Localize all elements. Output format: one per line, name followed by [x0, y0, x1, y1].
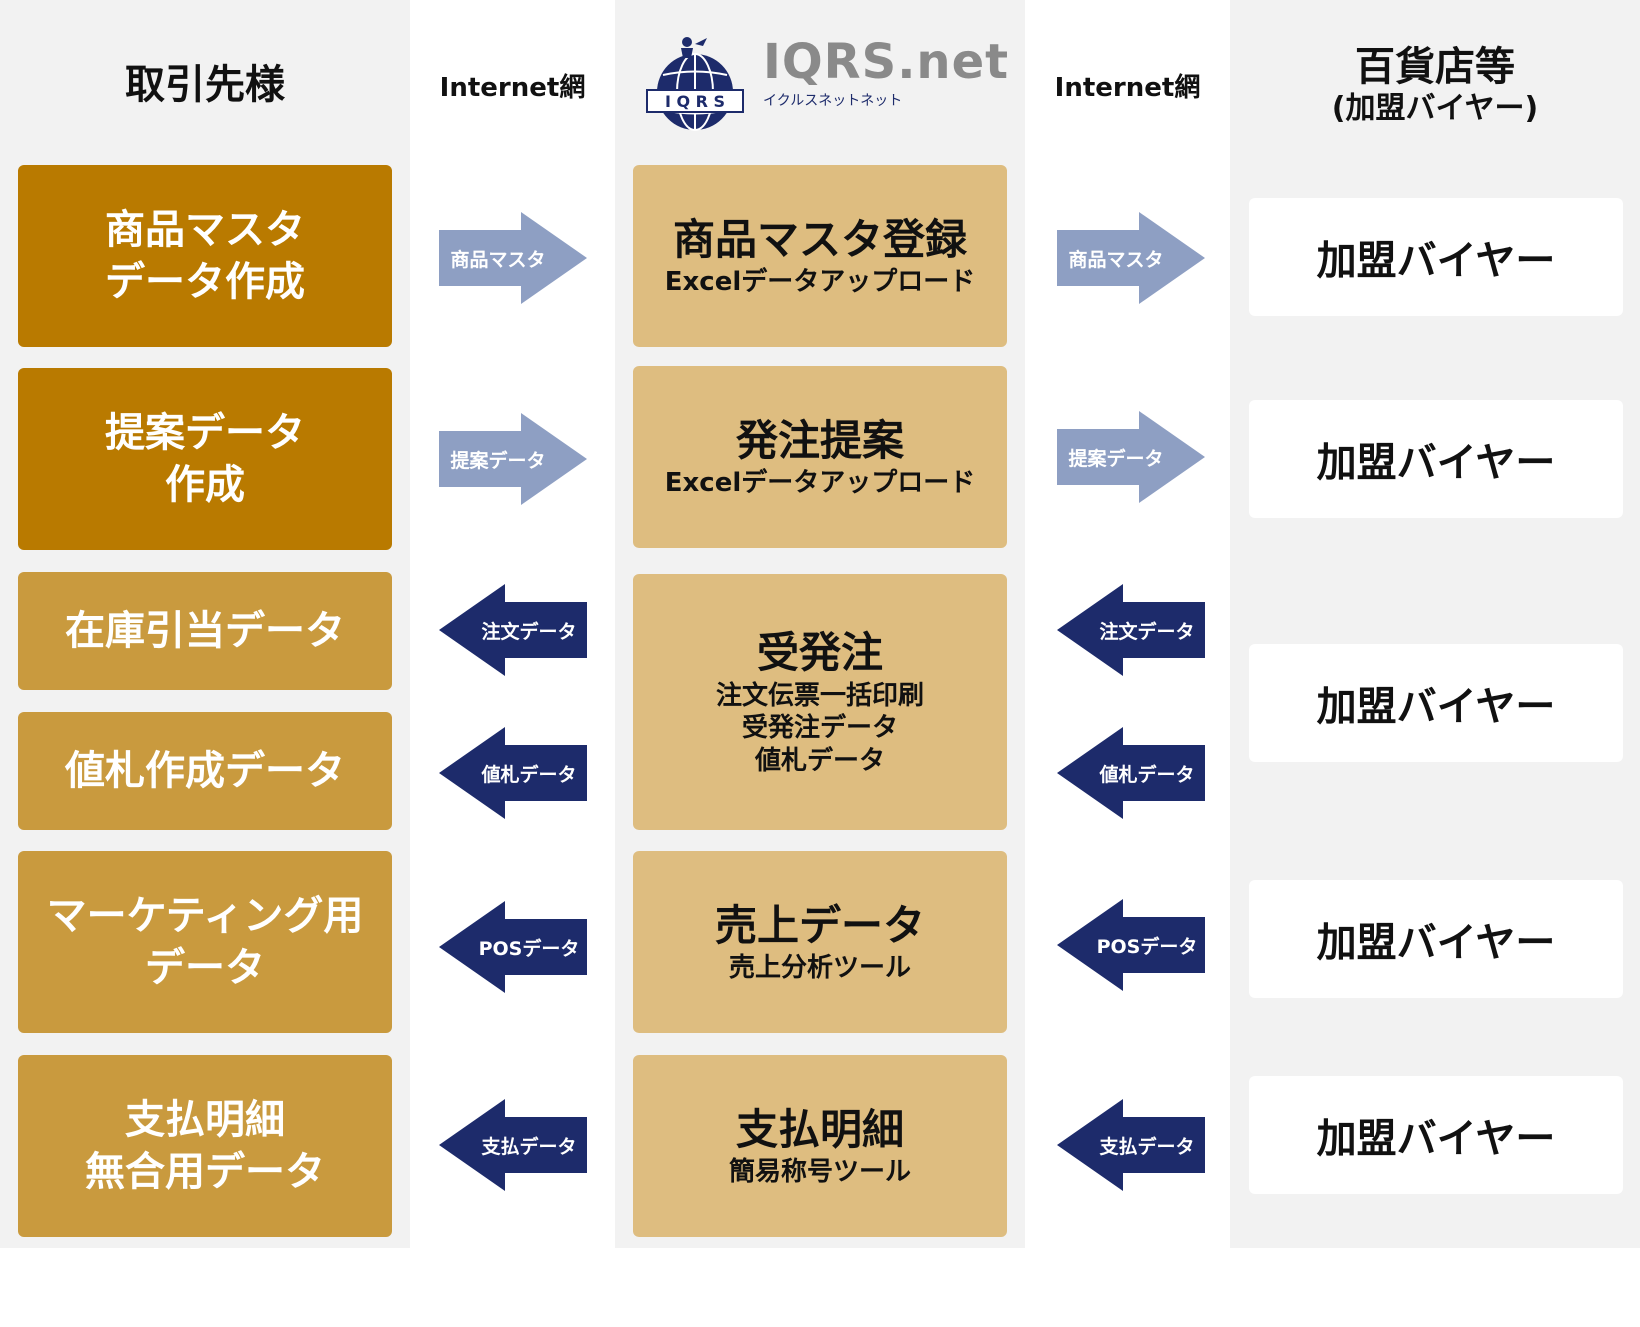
left-box-marketing: マーケティング用 データ: [18, 851, 392, 1033]
arrow-left-price-tag-right: 値札データ: [1057, 727, 1205, 819]
right-box-buyer-1: 加盟バイヤー: [1249, 198, 1623, 316]
arrow-left-order-right: 注文データ: [1057, 584, 1205, 676]
center-title-4: 支払明細: [735, 1104, 904, 1154]
center-sub-3: 売上分析ツール: [728, 953, 911, 983]
arrow-left-icon: [439, 901, 587, 993]
right-header-line2: (加盟バイヤー): [1331, 91, 1539, 126]
arrow-label: 注文データ: [481, 620, 577, 643]
globe-logo-icon: I Q R S: [646, 37, 744, 131]
center-box-orders: 受発注 注文伝票一括印刷 受発注データ 値札データ: [633, 574, 1007, 830]
right-box-buyer-5: 加盟バイヤー: [1249, 1076, 1623, 1194]
right-box-buyer-2: 加盟バイヤー: [1249, 400, 1623, 518]
iqrs-logo: I Q R S IQRS.net イクルスネットネット: [645, 30, 1008, 140]
arrow-label: POSデータ: [478, 937, 580, 960]
arrow-left-payment-left: 支払データ: [439, 1099, 587, 1191]
arrow-left-pos-left: POSデータ: [439, 901, 587, 993]
arrow-label: 商品マスタ: [1068, 248, 1164, 271]
arrow-right-icon: [1057, 212, 1205, 304]
left-column-header: 取引先様: [0, 45, 410, 125]
right-box-buyer-3: 加盟バイヤー: [1249, 644, 1623, 762]
internet-right-text: Internet網: [1054, 72, 1201, 103]
arrow-right-icon: [439, 212, 587, 304]
svg-text:I Q R S: I Q R S: [665, 92, 725, 111]
internet-header-right: Internet網: [1025, 45, 1230, 125]
arrow-right-icon: [439, 413, 587, 505]
right-column-bg: [1230, 0, 1640, 1248]
internet-header-left: Internet網: [410, 45, 615, 125]
center-box-order-proposal: 発注提案 Excelデータアップロード: [633, 366, 1007, 548]
center-box-payment: 支払明細 簡易称号ツール: [633, 1055, 1007, 1237]
center-box-sales: 売上データ 売上分析ツール: [633, 851, 1007, 1033]
left-box-product-master: 商品マスタ データ作成: [18, 165, 392, 347]
center-sub-0: Excelデータアップロード: [664, 267, 976, 297]
center-title-3: 売上データ: [714, 900, 925, 950]
arrow-left-icon: [1057, 899, 1205, 991]
center-title-2: 受発注: [756, 628, 883, 677]
internet-left-text: Internet網: [439, 72, 586, 103]
arrow-left-icon: [1057, 584, 1205, 676]
arrow-label: 提案データ: [1068, 447, 1164, 470]
arrow-left-pos-right: POSデータ: [1057, 899, 1205, 991]
arrow-label: 値札データ: [481, 763, 577, 786]
arrow-right-proposal-left: 提案データ: [439, 413, 587, 505]
arrow-right-product-master-right: 商品マスタ: [1057, 212, 1205, 304]
arrow-label: 支払データ: [481, 1135, 577, 1158]
arrow-label: 注文データ: [1099, 620, 1195, 643]
arrow-left-order-left: 注文データ: [439, 584, 587, 676]
left-box-stock: 在庫引当データ: [18, 572, 392, 690]
arrow-right-product-master-left: 商品マスタ: [439, 212, 587, 304]
left-box-payment: 支払明細 無合用データ: [18, 1055, 392, 1237]
right-column-header: 百貨店等 (加盟バイヤー): [1230, 30, 1640, 140]
center-sub-2: 注文伝票一括印刷 受発注データ 値札データ: [715, 680, 924, 776]
center-sub-4: 簡易称号ツール: [728, 1157, 911, 1187]
arrow-left-icon: [439, 727, 587, 819]
arrow-label: POSデータ: [1096, 935, 1198, 958]
right-box-buyer-4: 加盟バイヤー: [1249, 880, 1623, 998]
center-title-0: 商品マスタ登録: [672, 214, 967, 264]
arrow-left-payment-right: 支払データ: [1057, 1099, 1205, 1191]
left-box-price-tag: 値札作成データ: [18, 712, 392, 830]
right-header-line1: 百貨店等: [1355, 44, 1515, 90]
center-title-1: 発注提案: [735, 415, 904, 465]
arrow-left-icon: [1057, 1099, 1205, 1191]
arrow-left-price-tag-left: 値札データ: [439, 727, 587, 819]
logo-kana: イクルスネットネット: [763, 93, 903, 109]
arrow-left-icon: [439, 584, 587, 676]
arrow-label: 値札データ: [1099, 763, 1195, 786]
arrow-right-icon: [1057, 411, 1205, 503]
arrow-left-icon: [439, 1099, 587, 1191]
logo-title: IQRS.net: [763, 34, 1010, 90]
arrow-label: 支払データ: [1099, 1135, 1195, 1158]
arrow-label: 商品マスタ: [450, 248, 546, 271]
left-header-text: 取引先様: [125, 62, 285, 108]
center-box-product-master: 商品マスタ登録 Excelデータアップロード: [633, 165, 1007, 347]
arrow-left-icon: [1057, 727, 1205, 819]
center-sub-1: Excelデータアップロード: [664, 468, 976, 498]
left-box-proposal: 提案データ 作成: [18, 368, 392, 550]
arrow-label: 提案データ: [450, 449, 546, 472]
arrow-right-proposal-right: 提案データ: [1057, 411, 1205, 503]
